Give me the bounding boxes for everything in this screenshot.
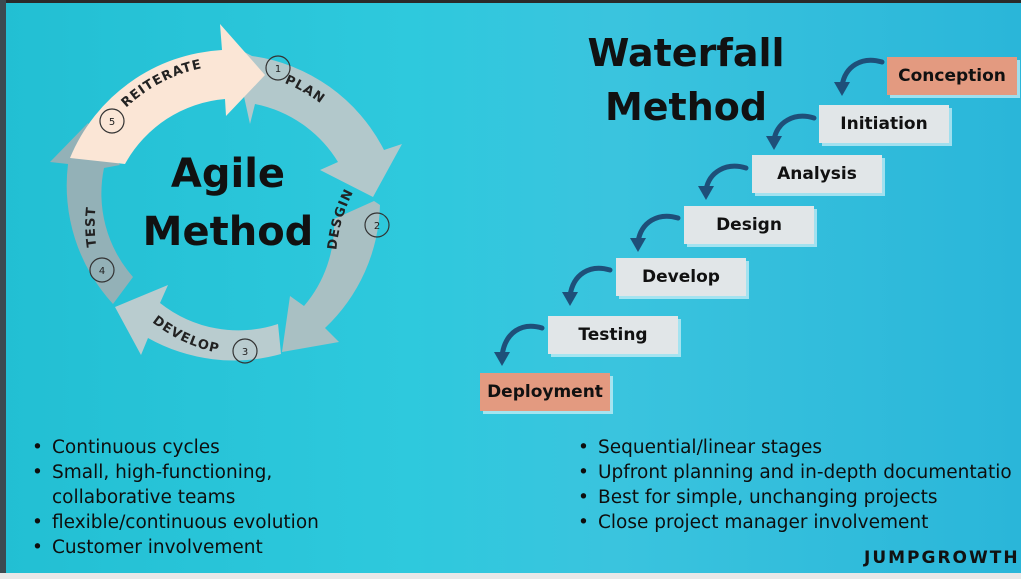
agile-bullet-continuation: collaborative teams	[52, 487, 236, 508]
waterfall-step-analysis: Analysis	[752, 155, 882, 193]
left-border	[0, 0, 6, 579]
agile-bullet: flexible/continuous evolution	[32, 510, 319, 535]
svg-text:1: 1	[275, 64, 281, 75]
waterfall-title-line2: Method	[604, 85, 768, 129]
stage-number-5: 5	[99, 108, 125, 134]
cycle-segment-reiterate	[70, 24, 265, 164]
agile-cycle-diagram: PLAN DESGIN DEVELOP TEST REITERATE 1 2 3	[50, 24, 402, 364]
waterfall-bullet: Sequential/linear stages	[578, 435, 1021, 460]
curved-arrow-icon	[567, 265, 613, 299]
waterfall-step-deployment: Deployment	[480, 373, 610, 411]
cycle-segment-develop	[115, 285, 281, 361]
stage-number-2: 2	[364, 212, 390, 238]
waterfall-title: Waterfall Method	[570, 26, 802, 134]
waterfall-bullet: Close project manager involvement	[578, 510, 1021, 535]
svg-text:4: 4	[99, 266, 105, 277]
waterfall-step-develop: Develop	[616, 258, 746, 296]
waterfall-step-testing: Testing	[548, 316, 678, 354]
stage-number-1: 1	[265, 55, 291, 81]
waterfall-title-line1: Waterfall	[587, 31, 785, 75]
waterfall-step-design: Design	[684, 206, 814, 244]
cycle-segment-test	[50, 123, 133, 304]
agile-bullet: Continuous cycles	[32, 435, 319, 460]
agile-bullets: Continuous cycles Small, high-functionin…	[30, 435, 319, 560]
curved-arrow-icon	[635, 213, 681, 245]
top-border	[0, 0, 1021, 3]
waterfall-step-initiation: Initiation	[819, 105, 949, 143]
agile-title-line2: Method	[142, 209, 314, 255]
stage-number-4: 4	[89, 257, 115, 283]
bottom-border	[0, 573, 1021, 579]
agile-title-line1: Agile	[170, 151, 286, 197]
cycle-segment-plan	[233, 46, 402, 197]
agile-title: Agile Method	[118, 145, 338, 261]
curved-arrow-icon	[839, 57, 885, 89]
svg-text:5: 5	[109, 117, 115, 128]
waterfall-bullet: Upfront planning and in-depth documentat…	[578, 460, 1021, 485]
agile-bullet: Small, high-functioning,	[32, 460, 319, 485]
jumpgrowth-logo: JUMPGROWTH	[864, 548, 1020, 568]
waterfall-bullets: Sequential/linear stages Upfront plannin…	[576, 435, 1021, 535]
stage-number-3: 3	[232, 338, 258, 364]
svg-text:2: 2	[374, 221, 380, 232]
waterfall-step-conception: Conception	[887, 57, 1017, 95]
cycle-segment-design	[282, 201, 380, 352]
waterfall-bullet: Best for simple, unchanging projects	[578, 485, 1021, 510]
agile-bullet: Customer involvement	[32, 535, 319, 560]
svg-text:3: 3	[242, 347, 248, 358]
curved-arrow-icon	[703, 163, 749, 193]
